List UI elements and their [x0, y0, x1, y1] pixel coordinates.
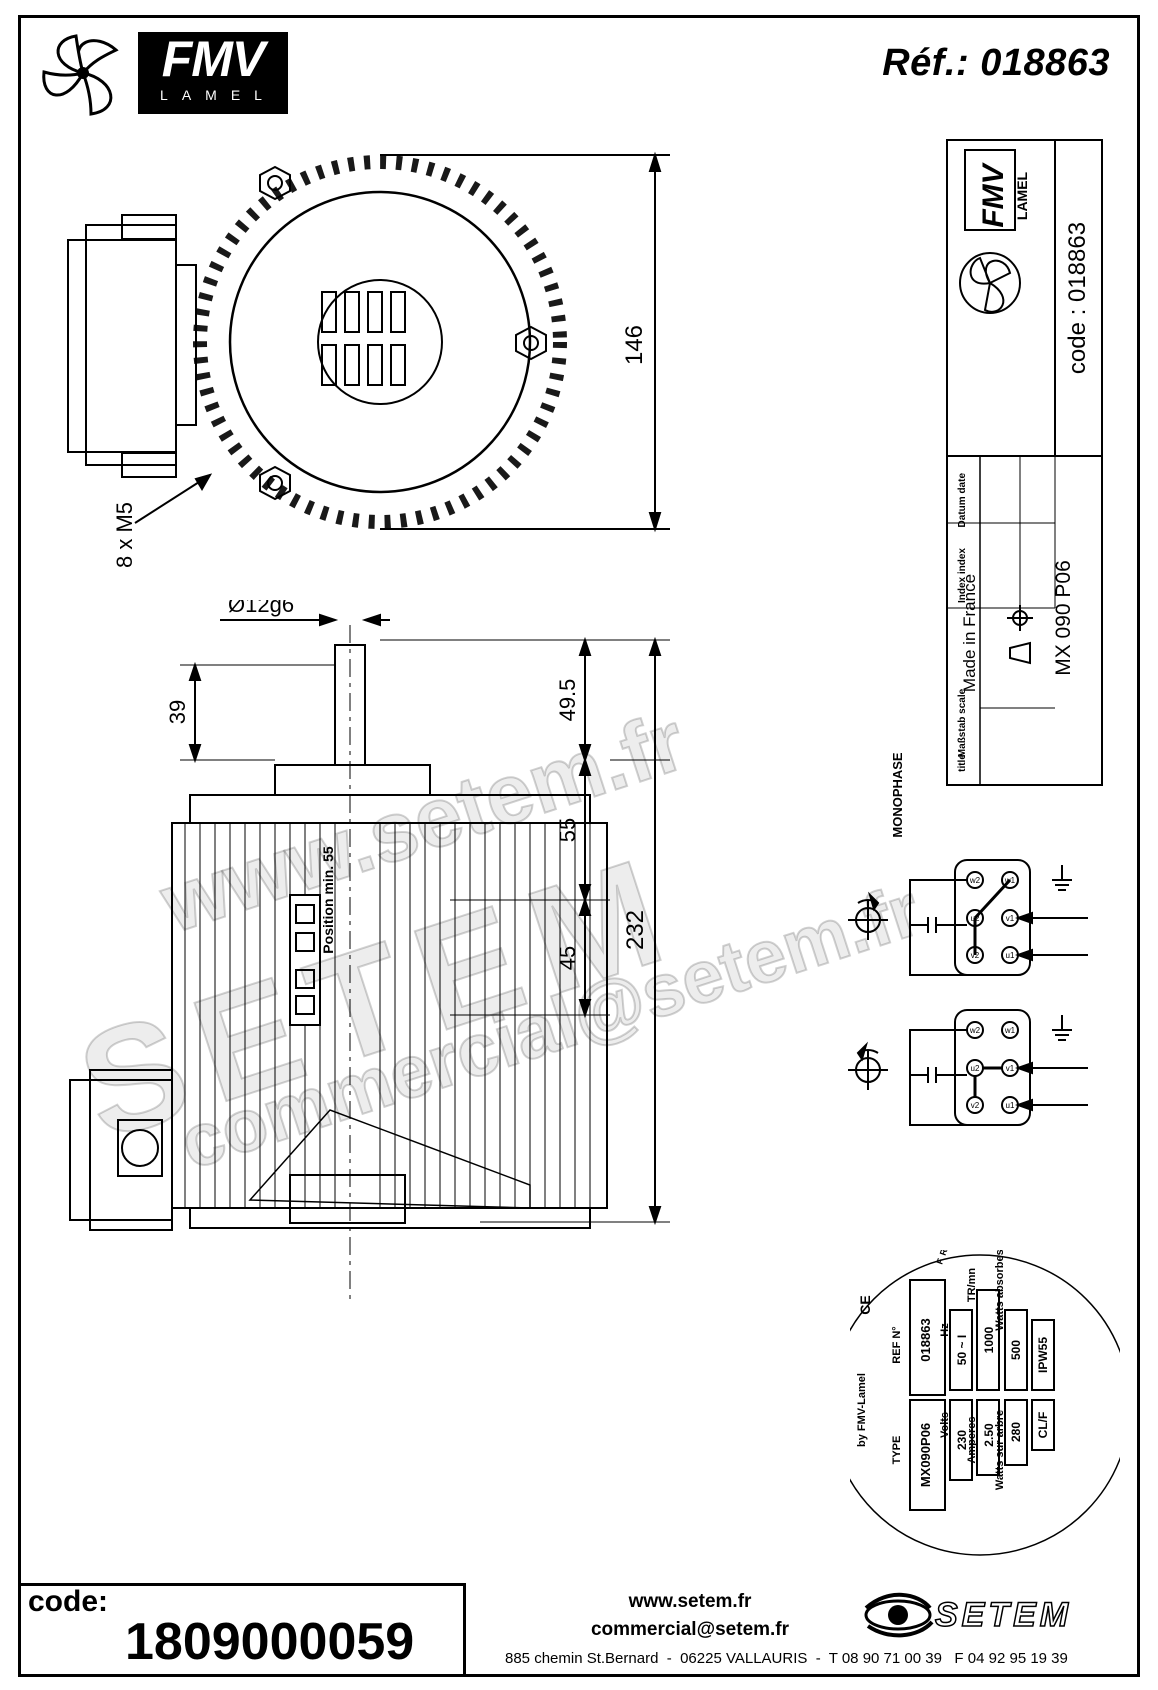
motor-side-view: Ø12g6 39 49.5 55 45 232 Position min. 55: [69, 600, 670, 1300]
terminal-u1-b: u1: [1006, 1101, 1015, 1110]
tb-index: Index index: [957, 548, 968, 603]
tb-title-label: title: [957, 754, 968, 772]
np-amperes-label: Amperes: [966, 1416, 978, 1463]
fmv-lamel-logo: FMV LAMEL: [138, 32, 288, 114]
dim-146: 146: [621, 325, 648, 365]
dim-49-5: 49.5: [555, 679, 580, 722]
contact-block: www.setem.fr commercial@setem.fr: [520, 1588, 860, 1644]
np-watts-abs-value: 500: [1009, 1340, 1023, 1360]
np-ip-value: IPW55: [1036, 1337, 1050, 1373]
np-hz-label: Hz: [939, 1323, 951, 1337]
website-link[interactable]: www.setem.fr: [628, 1591, 752, 1612]
dim-232: 232: [622, 910, 649, 950]
dim-45: 45: [555, 946, 580, 970]
tb-code: code : 018863: [1064, 222, 1091, 374]
np-type-label: TYPE: [891, 1436, 903, 1465]
np-ref-value: 018863: [918, 1318, 933, 1361]
title-block: LAMEL FMV code : 018863 Datum date Index…: [946, 139, 1103, 786]
tb-brand: FMV: [977, 161, 1010, 227]
terminal-u2: u2: [971, 914, 980, 923]
np-watts-arbre-value: 280: [1009, 1422, 1023, 1442]
tb-brand-sub: LAMEL: [1014, 171, 1030, 220]
np-volts-value: 230: [955, 1430, 969, 1450]
terminal-v1: v1: [1006, 914, 1015, 923]
tb-made-in: Made in France: [960, 574, 979, 692]
np-hz-value: 50 ~ I: [955, 1335, 969, 1365]
dim-shaft-diameter: Ø12g6: [228, 600, 294, 617]
wiring-diagrams: MONOPHASE w2 u2 v2 u1 v1 w1: [848, 752, 1088, 1126]
np-trmn-value: 1000: [982, 1326, 996, 1353]
code-label: code:: [28, 1585, 109, 1618]
brand-name: FMV: [161, 31, 266, 87]
code-box: [18, 1583, 466, 1677]
dim-holes: 8 x M5: [112, 502, 137, 568]
np-maker: by FMV-Lamel: [856, 1373, 868, 1447]
drawing-frame: [18, 15, 1140, 1677]
nameplate: by FMV-Lamel CE REF N° TYPE 018863 MX090…: [850, 1250, 1120, 1556]
np-watts-arbre-label: Watts sur arbre: [994, 1410, 1006, 1490]
tb-title-value: MX 090 P06: [1052, 560, 1075, 676]
tb-scale: Maßstab scale: [957, 688, 968, 757]
np-watts-abs-label: Watts absorbes: [994, 1250, 1006, 1331]
motor-front-view: 146 8 x M5: [67, 151, 670, 568]
np-ref-label: REF N°: [891, 1326, 903, 1363]
terminal-v1-b: v1: [1006, 1064, 1015, 1073]
terminal-w2: w2: [969, 876, 981, 885]
np-amperes-value: 2.50: [982, 1423, 996, 1447]
setem-logo: SETEM: [934, 1595, 1073, 1635]
terminal-w1: w1: [1004, 876, 1016, 885]
setem-swirl-icon: [864, 1592, 934, 1638]
address-line: 885 chemin St.Bernard - 06225 VALLAURIS …: [505, 1650, 1068, 1667]
email-link[interactable]: commercial@setem.fr: [590, 1619, 790, 1640]
np-trmn-label: TR/mn: [966, 1268, 978, 1303]
terminal-w2-b: w2: [969, 1026, 981, 1035]
code-value: 1809000059: [125, 1613, 415, 1671]
tb-datum: Datum date: [957, 473, 968, 528]
terminal-u1: u1: [1006, 951, 1015, 960]
np-volts-label: Volts: [939, 1412, 951, 1438]
wiring-mode: MONOPHASE: [890, 752, 905, 838]
dim-55: 55: [555, 818, 580, 842]
terminal-v2: v2: [971, 951, 980, 960]
position-note: Position min. 55: [320, 846, 336, 954]
fan-logo-icon: [42, 34, 119, 116]
dim-39: 39: [165, 700, 190, 724]
terminal-u2-b: u2: [971, 1064, 980, 1073]
np-ce: CE: [857, 1295, 873, 1314]
reference-number: Réf.: 018863: [882, 42, 1110, 84]
np-type-value: MX090P06: [918, 1423, 933, 1487]
np-class-value: CL/F: [1036, 1412, 1050, 1439]
terminal-w1-b: w1: [1004, 1026, 1016, 1035]
brand-sub: LAMEL: [160, 87, 276, 103]
terminal-v2-b: v2: [971, 1101, 980, 1110]
